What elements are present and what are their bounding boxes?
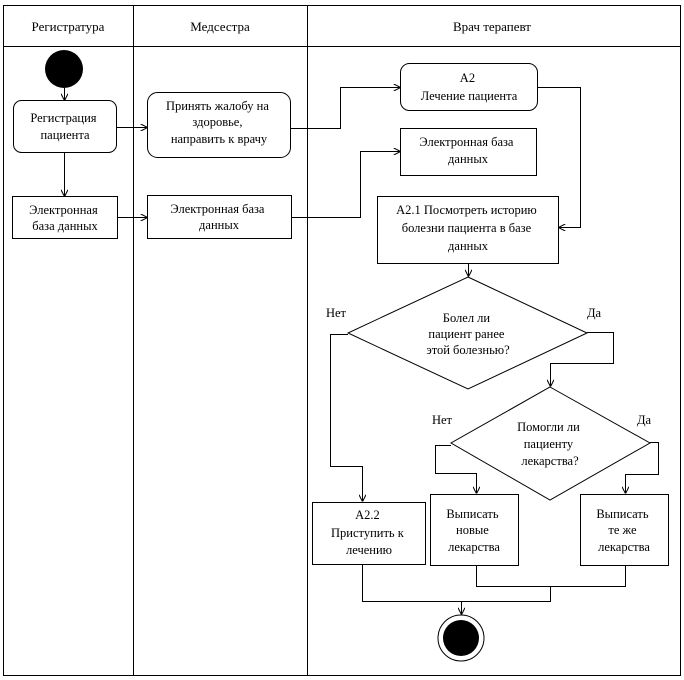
a22-label: А2.2 Приступить к лечению [331,508,407,557]
same-meds-label: Выписать те же лекарства [596,507,651,554]
decision-2-yes-label: Да [637,413,652,427]
new-meds-label: Выписать новые лекарства [446,507,501,554]
start-node [45,50,83,88]
decision-2-label: Помогли ли пациенту лекарства? [517,420,583,468]
same-meds-node [580,494,669,566]
edge-db-dbdoctor [291,152,400,218]
a2-node [400,63,538,111]
a2-label: А2 Лечение пациента [421,71,518,103]
registration-label: Регистрация пациента [30,111,99,142]
db-nurse-node [147,195,292,239]
lane-title-registry: Регистратура [32,19,105,34]
edge-decision2-yes [626,442,659,494]
decision-1-yes-label: Да [587,306,602,320]
swimlanes: Регистратура Медсестра Врач терапевт [3,5,681,676]
edge-decision2-no [435,445,477,494]
edge-complaint-a2 [290,88,400,129]
decision-1-label: Болел ли пациент ранее этой болезнью? [426,311,510,357]
new-meds-node [430,494,519,566]
edge-decision1-no [330,334,363,502]
complaint-label: Принять жалобу на здоровье, направить к … [166,99,272,146]
db-doctor-label: Электронная база данных [419,135,516,166]
complaint-node [147,92,291,158]
edge-a2-a21 [537,87,581,228]
connectors [65,88,659,615]
a21-node [377,196,559,264]
diagram-frame [3,5,681,676]
decision-1 [346,276,589,390]
decision-1-no-label: Нет [326,306,347,320]
registration-node [13,100,117,153]
db-doctor-node [400,128,537,176]
lane-title-doctor: Врач терапевт [453,19,531,34]
decision-2 [449,386,652,501]
edge-meds-merge [476,565,626,587]
db-registry-node [12,196,118,239]
end-node-core [443,620,479,656]
edge-decision1-yes [551,332,614,387]
decision-2-no-label: Нет [432,413,453,427]
edge-treatment-merge [362,564,551,602]
a21-label: А2.1 Посмотреть историю болезни пациента… [396,203,540,253]
db-nurse-label: Электронная база данных [170,202,267,232]
a22-node [312,502,426,565]
lane-title-nurse: Медсестра [190,19,250,34]
db-registry-label: Электронная база данных [29,203,101,233]
